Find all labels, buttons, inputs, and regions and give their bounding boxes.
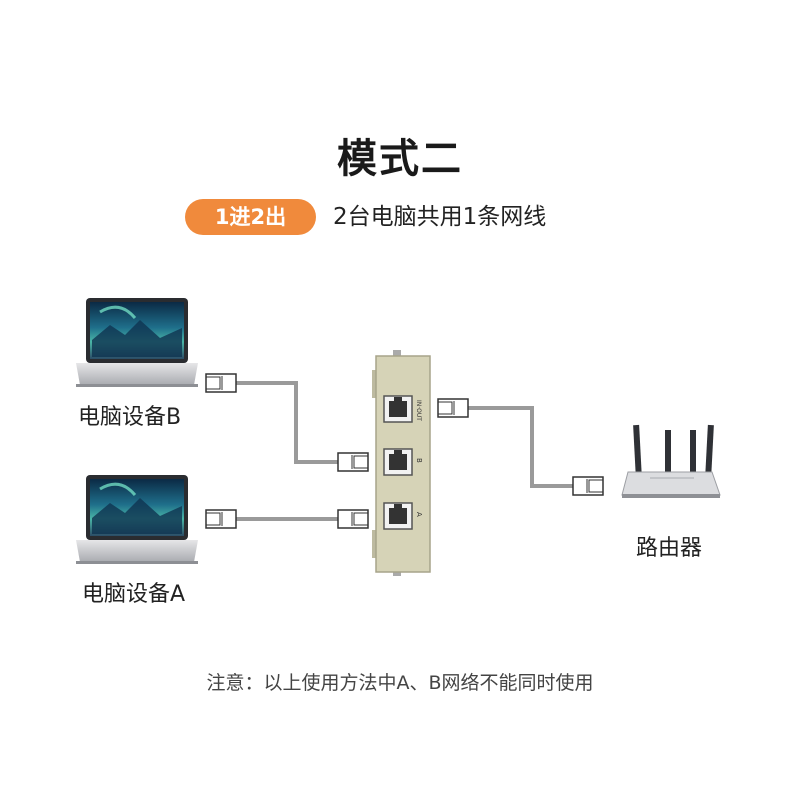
port-label-a: A [415, 512, 423, 517]
page-title: 模式二 [337, 136, 463, 182]
mode-badge: 1进2出 [185, 199, 316, 235]
port-label-in: IN·OUT [415, 400, 422, 421]
rj45-plug-icon [205, 373, 237, 393]
ethernet-port-a [383, 502, 413, 530]
laptop-b-icon [76, 298, 198, 387]
computer-b-label: 电脑设备B [78, 405, 182, 430]
computer-a-label: 电脑设备A [82, 582, 186, 607]
subtitle: 2台电脑共用1条网线 [333, 204, 547, 230]
network-switch-box: IN·OUT B A [372, 350, 431, 576]
ethernet-port-b [383, 448, 413, 476]
rj45-plug-icon [337, 509, 369, 529]
ethernet-port-in [383, 395, 413, 423]
router-label: 路由器 [636, 536, 703, 561]
cable-router [468, 406, 575, 488]
router-icon [621, 424, 721, 498]
rj45-plug-icon [572, 476, 604, 496]
cable-b [236, 381, 338, 464]
rj45-plug-icon [337, 452, 369, 472]
laptop-a-icon [76, 475, 198, 564]
port-label-b: B [415, 458, 423, 463]
rj45-plug-icon [205, 509, 237, 529]
usage-note: 注意：以上使用方法中A、B网络不能同时使用 [206, 672, 594, 694]
rj45-plug-icon [437, 398, 469, 418]
